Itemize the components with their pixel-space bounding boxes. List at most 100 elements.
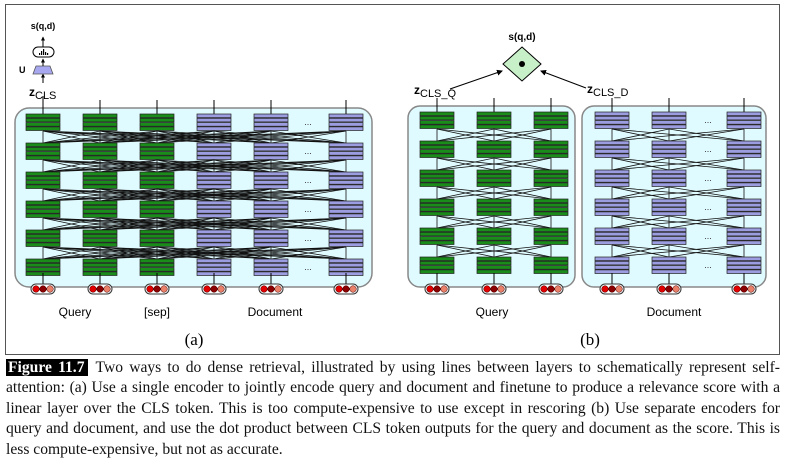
document-layer-block bbox=[651, 256, 687, 274]
attention-line bbox=[436, 244, 495, 258]
input-tokens bbox=[30, 273, 359, 295]
document-layer-block bbox=[196, 142, 232, 160]
token-embedding bbox=[731, 273, 757, 295]
attention-line bbox=[611, 128, 745, 142]
attention-line bbox=[213, 188, 347, 202]
attention-line bbox=[611, 215, 670, 229]
document-layer-block bbox=[196, 200, 232, 218]
diagram: .................. zCLS U s(q,d) Query [… bbox=[14, 21, 767, 349]
attention-line bbox=[42, 217, 101, 231]
attention-line bbox=[42, 246, 101, 260]
query-layer-block bbox=[476, 198, 512, 216]
layer-blocks: .................. bbox=[419, 111, 762, 274]
attention-line bbox=[42, 159, 347, 173]
attention-line bbox=[436, 128, 495, 142]
z-cls-q-label: zCLS_Q bbox=[414, 83, 457, 100]
panel-b-label: (b) bbox=[580, 330, 600, 349]
attention-line bbox=[42, 188, 101, 202]
document-layer-block bbox=[651, 169, 687, 187]
attention-line bbox=[42, 188, 347, 202]
attention-line bbox=[42, 130, 347, 144]
document-layer-block bbox=[196, 171, 232, 189]
document-layer-block bbox=[651, 227, 687, 245]
document-layer-block bbox=[651, 198, 687, 216]
ellipsis-marker: ... bbox=[304, 233, 312, 243]
attention-line bbox=[611, 186, 670, 200]
document-layer-block bbox=[651, 140, 687, 158]
document-layer-block bbox=[253, 200, 289, 218]
query-layer-block bbox=[533, 227, 569, 245]
document-layer-block bbox=[726, 111, 762, 129]
figure-number: Figure 11.7 bbox=[6, 359, 88, 376]
document-layer-block bbox=[594, 140, 630, 158]
attention-line bbox=[99, 159, 347, 173]
token-embedding bbox=[333, 273, 359, 295]
token-embedding bbox=[30, 273, 56, 295]
attention-line bbox=[42, 159, 215, 173]
document-layer-block bbox=[253, 113, 289, 131]
query-layer-block bbox=[419, 227, 455, 245]
token-embedding bbox=[481, 273, 507, 295]
query-layer-block bbox=[82, 142, 118, 160]
attention-line bbox=[156, 159, 347, 173]
attention-line bbox=[156, 246, 347, 260]
query-layer-block bbox=[533, 256, 569, 274]
token-embedding bbox=[87, 273, 113, 295]
ellipsis-marker: ... bbox=[704, 173, 712, 183]
query-layer-block bbox=[476, 227, 512, 245]
attention-line bbox=[270, 159, 347, 173]
attention-line bbox=[213, 130, 272, 144]
input-tokens bbox=[424, 273, 757, 295]
query-input-label: Query bbox=[476, 305, 509, 319]
query-layer-block bbox=[476, 140, 512, 158]
token-embedding bbox=[258, 273, 284, 295]
document-layer-block bbox=[253, 142, 289, 160]
attention-line bbox=[611, 157, 745, 171]
document-layer-block bbox=[594, 256, 630, 274]
document-layer-block bbox=[594, 227, 630, 245]
query-layer-block bbox=[139, 171, 175, 189]
attention-line bbox=[213, 188, 272, 202]
caption-text: Two ways to do dense retrieval, illustra… bbox=[6, 359, 781, 458]
query-layer-block bbox=[25, 113, 61, 131]
ellipsis-marker: ... bbox=[704, 231, 712, 241]
attention-line bbox=[99, 246, 347, 260]
linear-layer-label: U bbox=[19, 65, 26, 75]
query-input-label: Query bbox=[59, 305, 92, 319]
ellipsis-marker: ... bbox=[704, 115, 712, 125]
query-layer-block bbox=[419, 111, 455, 129]
query-layer-block bbox=[82, 229, 118, 247]
query-layer-block bbox=[533, 169, 569, 187]
attention-line bbox=[270, 188, 347, 202]
query-layer-block bbox=[476, 256, 512, 274]
panel-a-cross-encoder: .................. zCLS U s(q,d) Query [… bbox=[14, 21, 373, 349]
cls-q-arrow bbox=[449, 69, 503, 90]
attention-line bbox=[42, 246, 215, 260]
document-layer-block bbox=[253, 171, 289, 189]
attention-line bbox=[493, 215, 552, 229]
attention-line bbox=[42, 217, 215, 231]
query-layer-block bbox=[419, 169, 455, 187]
query-layer-block bbox=[25, 142, 61, 160]
attention-line bbox=[213, 246, 347, 260]
document-layer-block bbox=[196, 229, 232, 247]
document-layer-block bbox=[726, 256, 762, 274]
document-layer-block bbox=[594, 169, 630, 187]
ellipsis-marker: ... bbox=[304, 262, 312, 272]
ellipsis-marker: ... bbox=[304, 204, 312, 214]
attention-line bbox=[493, 157, 552, 171]
cls-d-arrow bbox=[540, 69, 587, 89]
attention-line bbox=[42, 188, 215, 202]
ellipsis-marker: ... bbox=[304, 175, 312, 185]
document-layer-block bbox=[651, 111, 687, 129]
attention-line bbox=[42, 246, 347, 260]
query-layer-block bbox=[533, 140, 569, 158]
attention-line bbox=[611, 215, 745, 229]
dot-product-icon bbox=[519, 61, 525, 67]
attention-lines bbox=[42, 100, 347, 260]
document-layer-block bbox=[196, 113, 232, 131]
ellipsis-marker: ... bbox=[304, 117, 312, 127]
attention-line bbox=[493, 128, 552, 142]
query-layer-block bbox=[25, 171, 61, 189]
